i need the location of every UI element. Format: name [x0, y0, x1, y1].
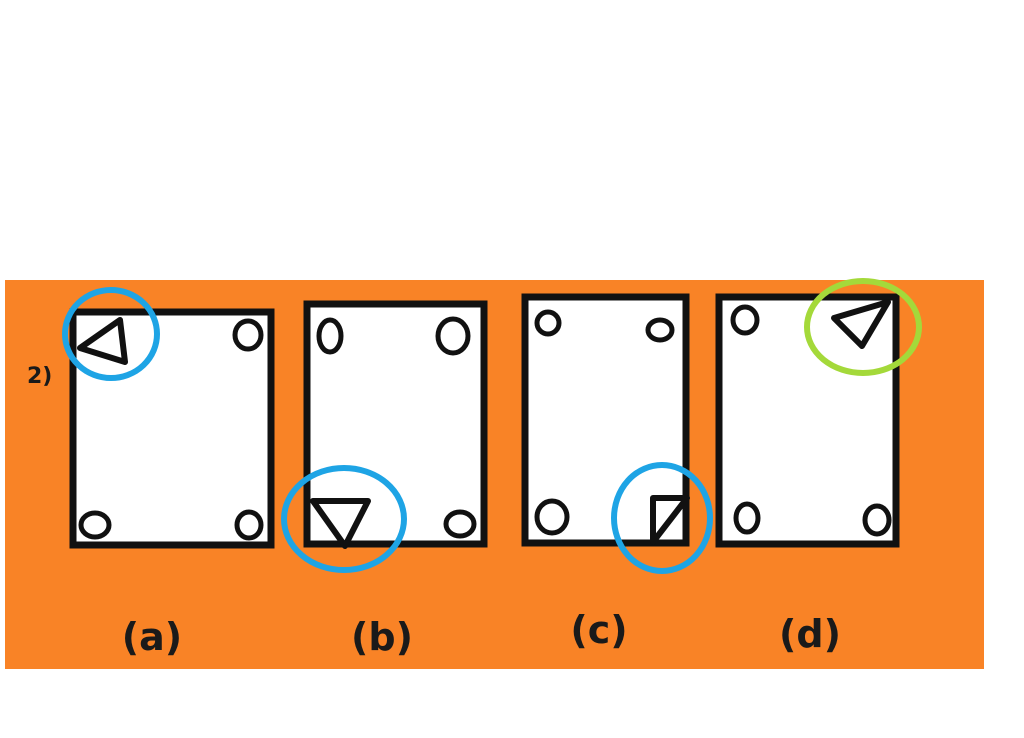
- option-b-triangle: [310, 498, 371, 549]
- option-b-figure[interactable]: [281, 300, 488, 573]
- option-c-label: (c): [570, 608, 627, 652]
- option-d-dot-bottom-left: [733, 501, 761, 535]
- option-b-highlight-circle: [281, 465, 407, 573]
- option-a-triangle: [77, 317, 128, 365]
- option-d-figure[interactable]: [715, 278, 922, 548]
- option-d-triangle: [831, 299, 891, 349]
- option-a-dot-top-right: [232, 318, 264, 352]
- option-a-dot-bottom-right: [234, 509, 264, 541]
- option-b-dot-top-right: [435, 316, 471, 356]
- option-a-figure[interactable]: [62, 287, 275, 549]
- option-b-label: (b): [351, 615, 413, 659]
- option-c-figure[interactable]: [521, 293, 713, 574]
- option-c-dot-bottom-left: [534, 498, 570, 536]
- option-a-label: (a): [122, 615, 182, 659]
- option-d-label: (d): [779, 612, 841, 656]
- option-d-highlight-circle: [804, 278, 922, 376]
- option-d-dot-top-left: [730, 304, 760, 336]
- option-b-dot-bottom-right: [443, 509, 477, 539]
- option-a-card: [69, 308, 275, 549]
- option-d-dot-bottom-right: [862, 503, 892, 537]
- option-b-card: [303, 300, 488, 548]
- option-c-dot-top-right: [645, 317, 675, 343]
- option-c-dot-top-left: [534, 309, 562, 337]
- option-a-highlight-circle: [62, 287, 160, 381]
- option-b-dot-top-left: [316, 317, 344, 355]
- option-a-dot-bottom-left: [78, 510, 112, 540]
- option-c-highlight-circle: [611, 462, 713, 574]
- question-number: 2): [27, 364, 52, 389]
- option-c-triangle: [650, 495, 690, 545]
